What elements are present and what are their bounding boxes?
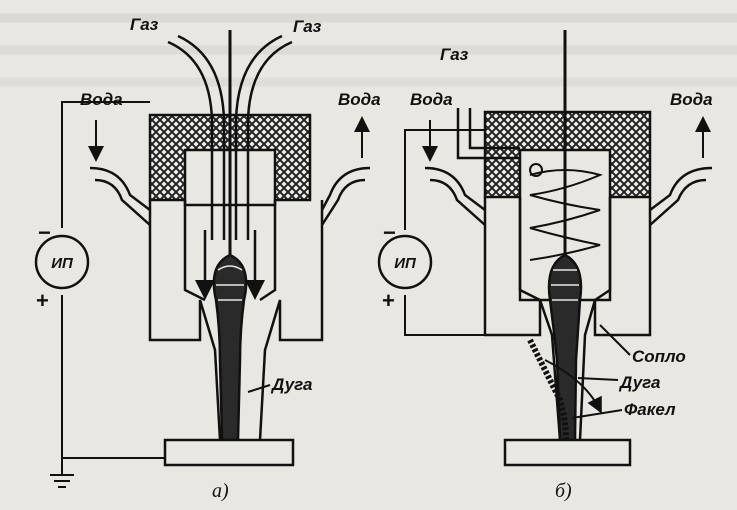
torch-diagram-b bbox=[377, 30, 713, 467]
body-outline-a bbox=[148, 200, 324, 441]
plus-sign-a: + bbox=[36, 288, 49, 313]
water-pipe-left-b bbox=[424, 166, 486, 211]
label-water-left-b: Вода bbox=[410, 90, 453, 109]
label-arc-b: Дуга bbox=[618, 373, 660, 392]
caption-b: б) bbox=[555, 480, 572, 502]
plus-sign-b: + bbox=[382, 288, 395, 313]
gas-tube-right-a bbox=[246, 40, 293, 240]
water-pipe-right-b bbox=[649, 166, 713, 211]
torch-flame-b bbox=[527, 338, 569, 441]
label-arrows bbox=[88, 116, 711, 393]
minus-sign-b: − bbox=[383, 220, 396, 245]
circuit-wire-b bbox=[404, 129, 485, 336]
gas-tube-left-a bbox=[167, 40, 214, 240]
minus-sign-a: − bbox=[38, 220, 51, 245]
label-water-left-a: Вода bbox=[80, 90, 123, 109]
text-labels: Газ Газ Вода Вода Дуга Газ Вода Вода Соп… bbox=[36, 15, 713, 502]
label-nozzle-b: Сопло bbox=[632, 347, 686, 366]
label-torch-b: Факел bbox=[624, 400, 676, 419]
water-pipe-left-a bbox=[89, 166, 151, 211]
workpiece-a bbox=[163, 438, 295, 467]
gas-tube-b bbox=[456, 108, 520, 160]
label-gas-right-a: Газ bbox=[293, 17, 322, 36]
body-outline-b bbox=[483, 197, 652, 441]
workpiece-b bbox=[503, 438, 632, 467]
label-power-source-b: ИП bbox=[394, 255, 417, 272]
power-source-a bbox=[34, 234, 90, 290]
circuit-wire-a bbox=[61, 101, 165, 459]
caption-a: а) bbox=[212, 480, 229, 502]
water-pipe-right-a bbox=[320, 166, 371, 211]
label-water-right-b: Вода bbox=[670, 90, 713, 109]
label-arc-a: Дуга bbox=[270, 375, 312, 394]
power-source-b bbox=[377, 234, 433, 290]
faded-background-text bbox=[0, 13, 737, 87]
torch-diagram-a bbox=[34, 30, 371, 488]
label-gas-left-a: Газ bbox=[130, 15, 159, 34]
label-power-source-a: ИП bbox=[51, 255, 74, 272]
label-gas-b: Газ bbox=[440, 45, 469, 64]
vortex-swirl-b bbox=[529, 169, 603, 261]
label-water-right-a: Вода bbox=[338, 90, 381, 109]
